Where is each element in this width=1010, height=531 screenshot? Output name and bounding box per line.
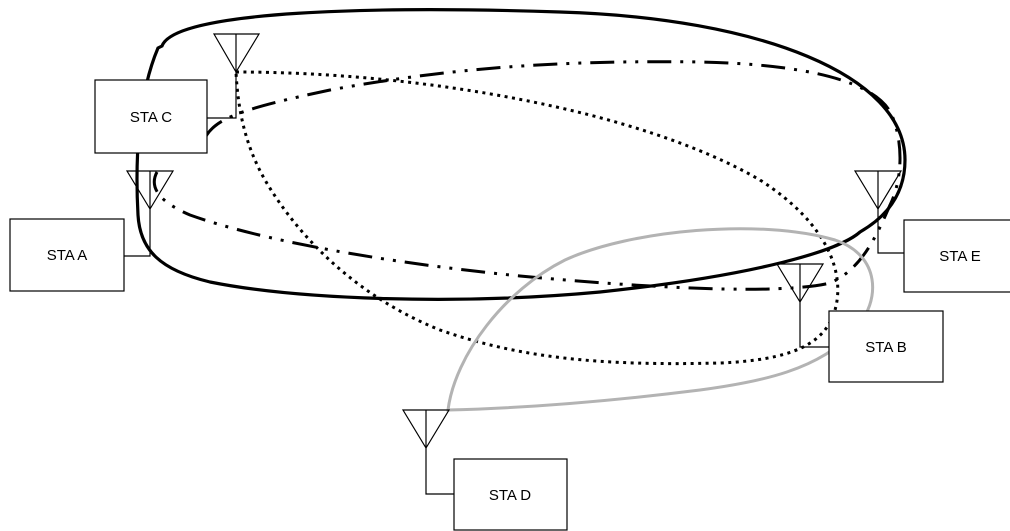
station-a-cable <box>124 209 151 257</box>
station-d-label: STA D <box>489 487 531 504</box>
link-dotted <box>234 70 840 366</box>
station-b-antenna-icon <box>775 263 825 304</box>
station-c-box <box>94 79 208 154</box>
link-solid-black <box>135 8 907 301</box>
station-c-cable <box>207 72 237 119</box>
station-a-box <box>9 218 125 292</box>
link-gray-solid <box>446 227 875 412</box>
station-b-label: STA B <box>865 339 906 356</box>
station-d-cable <box>425 448 454 495</box>
station-d: STA D <box>401 409 568 531</box>
station-e: STA E <box>853 170 1010 293</box>
station-e-box <box>903 219 1010 293</box>
station-c-label: STA C <box>130 109 172 126</box>
station-a-antenna-icon <box>125 170 175 211</box>
station-b: STA B <box>775 263 944 383</box>
station-d-antenna-icon <box>401 409 451 450</box>
station-c-antenna-icon <box>212 33 261 74</box>
station-e-label: STA E <box>939 248 980 265</box>
station-e-antenna-icon <box>853 170 903 211</box>
station-d-box <box>453 458 568 531</box>
station-c: STA C <box>94 33 261 154</box>
link-dash-dot-dot <box>152 60 902 291</box>
station-b-cable <box>799 302 829 348</box>
station-a-label: STA A <box>47 247 88 264</box>
station-a: STA A <box>9 170 175 292</box>
station-e-cable <box>877 209 904 254</box>
